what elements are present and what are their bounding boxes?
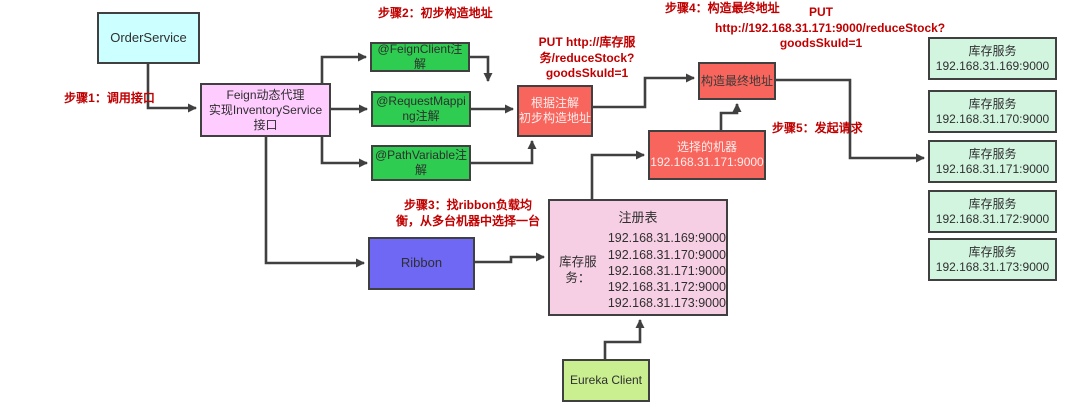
inventory-service-node-172: 库存服务 192.168.31.172:9000 <box>928 190 1057 233</box>
inventory-service-address: 192.168.31.173:9000 <box>935 259 1050 274</box>
step1-label: 步骤1：调用接口 <box>64 91 155 105</box>
feign-client-annotation-node: @FeignClient注解 <box>370 42 470 72</box>
edge-registry-to-selected <box>590 150 645 199</box>
build-final-address-node: 构造最终地址 <box>698 62 776 100</box>
inventory-service-name: 库存服务 <box>968 43 1017 58</box>
step3-label: 步骤3：找ribbon负载均 衡，从多台机器中选择一台 <box>395 198 540 228</box>
edge-ribbon-to-registry <box>475 252 545 264</box>
step5-label: 步骤5：发起请求 <box>772 121 863 135</box>
edge-feign-to-ribbon <box>264 137 365 268</box>
step2-label: 步骤2：初步构造地址 <box>378 6 493 20</box>
registry-instance: 192.168.31.170:9000 <box>607 247 726 262</box>
registry-title: 注册表 <box>618 210 658 225</box>
path-variable-annotation-node: @PathVariable注解 <box>371 145 471 181</box>
inventory-service-name: 库存服务 <box>968 196 1017 211</box>
edge-feign-to-feignclient <box>320 52 367 83</box>
inventory-service-address: 192.168.31.169:9000 <box>935 58 1050 73</box>
registry-instance: 192.168.31.172:9000 <box>607 280 726 294</box>
selected-machine-title: 选择的机器 <box>676 140 737 154</box>
order-service-node: OrderService <box>97 12 200 64</box>
build-preliminary-address-node: 根据注解 初步构造地址 <box>517 85 593 137</box>
step4-label: 步骤4：构造最终地址 <box>665 1 780 15</box>
edge-final-to-inventory171 <box>776 78 925 163</box>
inventory-service-node-169: 库存服务 192.168.31.169:9000 <box>928 37 1057 80</box>
request-mapping-annotation-node: @RequestMapping注解 <box>371 91 471 127</box>
inventory-service-node-171: 库存服务 192.168.31.171:9000 <box>928 140 1057 183</box>
inventory-service-address: 192.168.31.171:9000 <box>935 161 1050 176</box>
ribbon-node: Ribbon <box>368 237 475 290</box>
registry-instance: 192.168.31.173:9000 <box>607 296 726 311</box>
eureka-client-node: Eureka Client <box>562 359 650 402</box>
inventory-service-name: 库存服务 <box>968 96 1017 111</box>
inventory-service-address: 192.168.31.170:9000 <box>935 111 1050 126</box>
registry-instance: 192.168.31.169:9000 <box>607 231 726 246</box>
selected-machine-address: 192.168.31.171:9000 <box>650 155 764 169</box>
edge-feignclient-to-preliminary <box>470 55 493 82</box>
registry-service-label: 库存服务： <box>559 255 597 285</box>
registry-node: 注册表 库存服务： 192.168.31.169:9000 192.168.31… <box>548 199 728 316</box>
feign-proxy-node: Feign动态代理 实现InventoryService接口 <box>200 83 331 137</box>
edge-feign-to-pathvariable <box>320 137 368 168</box>
inventory-service-name: 库存服务 <box>968 244 1017 259</box>
put-preliminary-url-label: PUT http://库存服务/reduceStock? goodsSkuId=… <box>538 35 636 81</box>
inventory-service-address: 192.168.31.172:9000 <box>935 211 1050 226</box>
edge-eureka-to-registry <box>603 319 645 359</box>
registry-instance: 192.168.31.171:9000 <box>607 263 726 278</box>
edge-pathvariable-to-preliminary <box>471 140 537 165</box>
edge-preliminary-to-final <box>593 73 695 109</box>
registry-instance-list: 192.168.31.169:9000 192.168.31.170:9000 … <box>608 230 726 311</box>
selected-machine-node: 选择的机器 192.168.31.171:9000 <box>648 130 766 180</box>
edge-orderservice-to-feign <box>146 64 197 113</box>
put-final-url-label: PUT http://192.168.31.171:9000/reduceSto… <box>715 5 946 51</box>
inventory-service-node-170: 库存服务 192.168.31.170:9000 <box>928 90 1057 133</box>
inventory-service-node-173: 库存服务 192.168.31.173:9000 <box>928 238 1057 281</box>
inventory-service-name: 库存服务 <box>968 146 1017 161</box>
edge-selected-to-final <box>719 103 742 130</box>
